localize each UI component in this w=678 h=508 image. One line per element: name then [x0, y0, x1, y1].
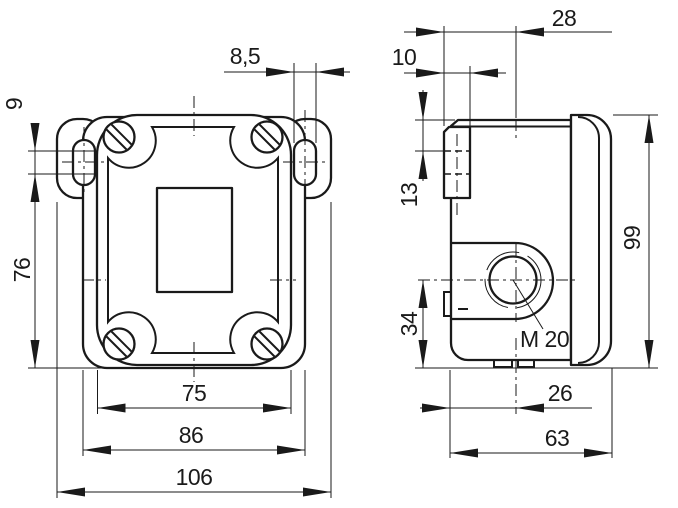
dim-lug-to-axis-label: 28 [552, 5, 577, 31]
dim-overall-depth: 63 [450, 368, 613, 458]
thread-leader-line [512, 279, 544, 330]
enclosure-body-side [449, 118, 573, 362]
dim-axis-height: 34 [396, 280, 428, 368]
side-dimensions: 28 10 13 34 [392, 5, 658, 458]
dim-slot-offset-label: 13 [396, 183, 422, 208]
dim-lug-depth-label: 10 [392, 44, 417, 70]
screw-bottom-left [102, 327, 136, 361]
dim-overall-depth-label: 63 [545, 425, 570, 451]
cable-entry-boss [451, 241, 555, 321]
bottom-feet [493, 360, 535, 368]
side-view [418, 96, 613, 414]
front-dimensions: 9 76 8,5 75 86 [1, 43, 350, 498]
dim-body-width-label: 86 [179, 422, 204, 448]
dim-slot-length: 9 76 [1, 98, 104, 369]
dim-mount-height-label: 76 [9, 258, 35, 283]
wall-tab [443, 291, 451, 317]
dim-slot-width: 8,5 [224, 43, 350, 143]
dim-axis-depth-label: 26 [548, 380, 573, 406]
enclosure-lid-side [569, 113, 613, 367]
thread-size-label: M 20 [520, 326, 569, 352]
dim-overall-height: 99 [415, 114, 658, 369]
dim-overall-width: 106 [56, 202, 332, 498]
dim-lug-depth: 10 [392, 44, 506, 126]
screw-top-left [102, 120, 136, 154]
front-centerlines [62, 96, 325, 382]
dim-lug-to-axis: 28 [404, 5, 612, 126]
dim-axis-depth: 26 [420, 370, 592, 458]
dim-overall-height-label: 99 [619, 226, 645, 251]
dim-axis-height-label: 34 [396, 311, 422, 336]
screw-top-right [250, 120, 284, 154]
dim-lid-width-label: 75 [182, 380, 207, 406]
corner-screws [102, 120, 284, 361]
dim-body-width: 86 [82, 370, 306, 456]
lid-inner-contour [107, 126, 279, 354]
front-window [155, 186, 234, 294]
dim-lid-width: 75 [97, 370, 292, 414]
front-view [55, 96, 333, 382]
dim-slot-width-label: 8,5 [230, 43, 260, 69]
dim-slot-offset: 13 [396, 90, 455, 207]
screw-bottom-right [250, 327, 284, 361]
lid-edge-contour [577, 116, 600, 364]
dim-slot-length-label: 9 [1, 98, 27, 110]
dim-overall-width-label: 106 [176, 464, 213, 490]
